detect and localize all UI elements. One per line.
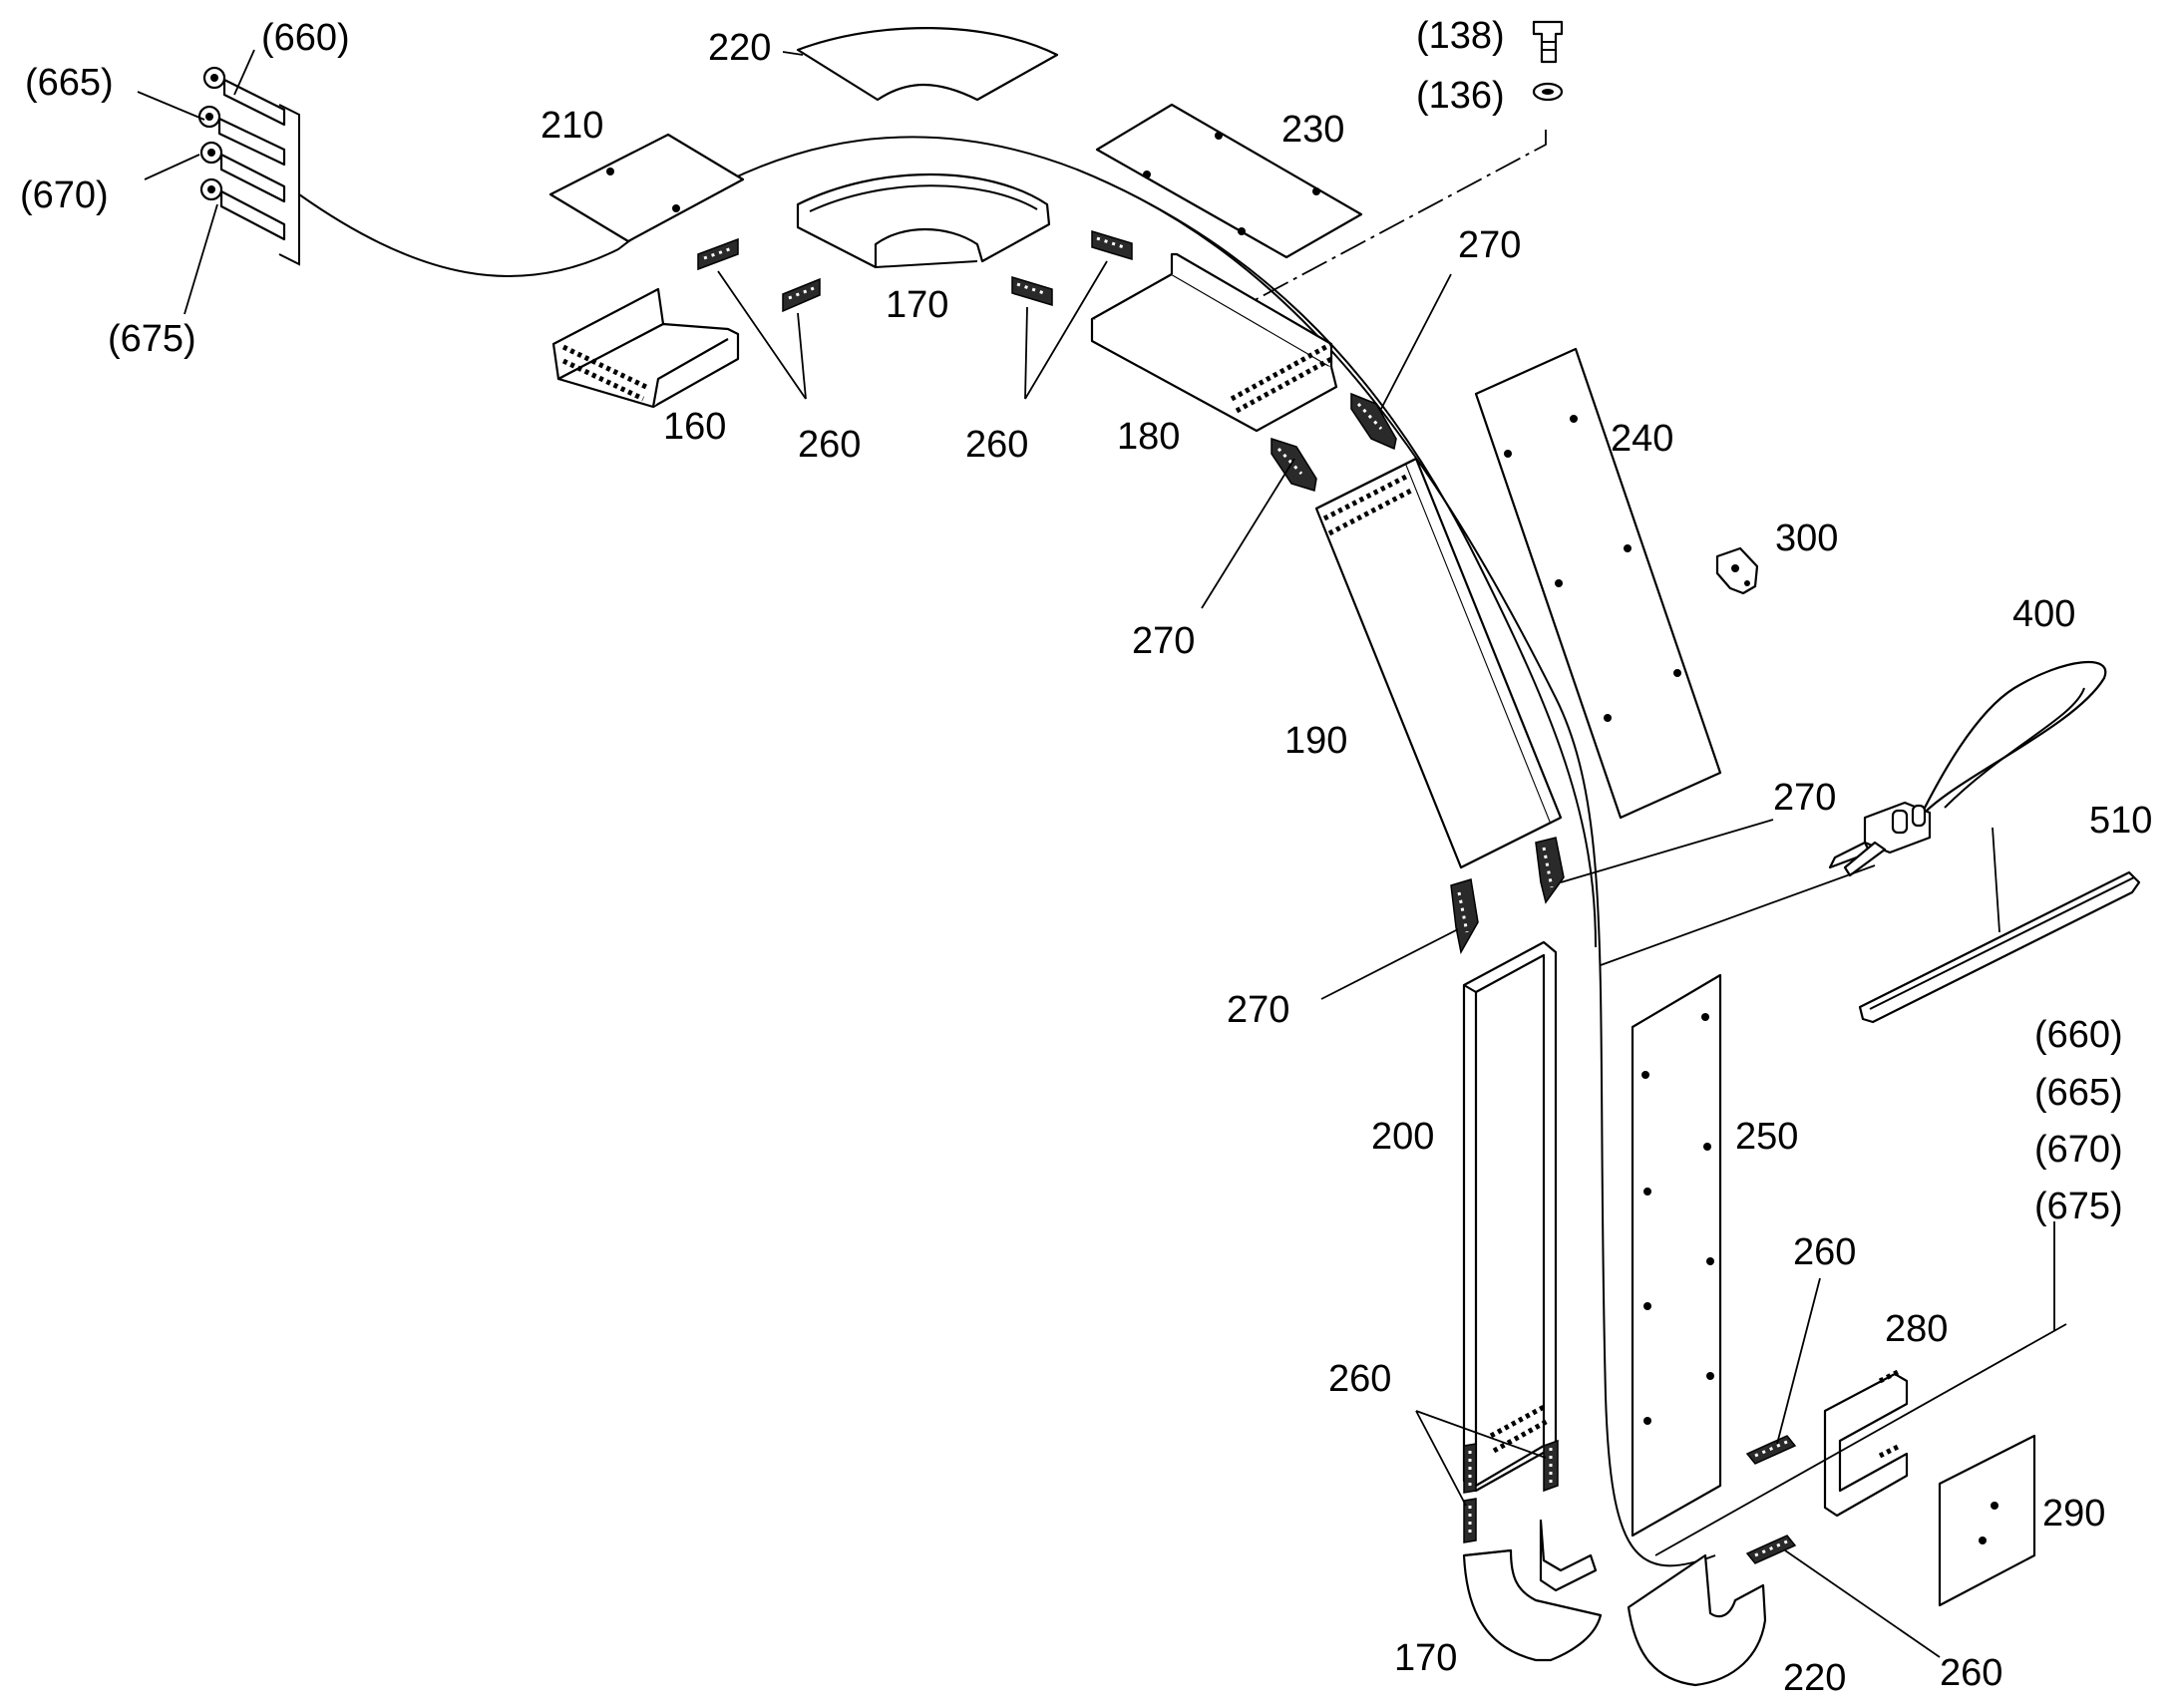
label-675-right: (675): [2034, 1186, 2123, 1227]
label-170-top: 170: [886, 284, 948, 326]
coupler-270-b: [1271, 437, 1317, 492]
cable-run-line: [298, 136, 1716, 1567]
label-290: 290: [2042, 1493, 2105, 1535]
label-260-d: 260: [1328, 1358, 1391, 1400]
coupler-260-b: [782, 277, 821, 313]
label-170-bottom: 170: [1394, 1637, 1457, 1679]
coupler-260-d: [1091, 229, 1133, 261]
label-250: 250: [1735, 1116, 1798, 1158]
coupler-260-f: [1463, 1498, 1477, 1543]
coupler-260-c: [1011, 275, 1053, 307]
elbow-tray-170-top: [796, 173, 1051, 269]
coupler-270-a: [1350, 392, 1397, 451]
long-cover-240: [1474, 347, 1722, 820]
label-300: 300: [1775, 517, 1838, 559]
label-665-top: (665): [25, 62, 114, 104]
label-138: (138): [1416, 15, 1505, 57]
bolt-138: [1532, 20, 1564, 64]
label-220-top: 220: [708, 27, 771, 69]
washer-136: [1532, 82, 1564, 102]
plate-290: [1938, 1434, 2036, 1607]
label-136: (136): [1416, 75, 1505, 117]
coupler-270-d: [1450, 878, 1479, 955]
tray-200: [1462, 940, 1558, 1493]
label-665-right: (665): [2034, 1072, 2123, 1114]
label-270-c: 270: [1773, 777, 1836, 819]
label-670-top: (670): [20, 174, 109, 216]
label-400: 400: [2012, 593, 2075, 635]
elbow-tray-170-bottom: [1462, 1519, 1603, 1662]
coupler-260-e: [1463, 1443, 1477, 1494]
label-270-a: 270: [1458, 224, 1521, 266]
curved-cover-220-top: [796, 26, 1059, 102]
long-cover-250: [1631, 973, 1722, 1537]
cover-plate-230: [1095, 103, 1363, 259]
label-670-right: (670): [2034, 1129, 2123, 1171]
coupler-260-g: [1543, 1439, 1559, 1493]
straight-tray-180: [1090, 252, 1338, 433]
label-180: 180: [1117, 416, 1180, 458]
label-160: 160: [663, 406, 726, 448]
axis-line: [1256, 130, 1547, 379]
label-260-c: 260: [1793, 1231, 1856, 1273]
label-190: 190: [1284, 720, 1347, 762]
label-210: 210: [541, 105, 603, 147]
label-260-a: 260: [798, 424, 861, 466]
bracket-280: [1823, 1368, 1909, 1518]
label-230: 230: [1281, 109, 1344, 151]
tray-190: [1314, 457, 1563, 869]
label-260-b: 260: [965, 424, 1028, 466]
cable-lugs-top: [197, 66, 300, 266]
label-675-top: (675): [108, 318, 196, 360]
label-260-e: 260: [1940, 1652, 2002, 1694]
coupler-260-h: [1745, 1435, 1797, 1465]
label-220-bottom: 220: [1783, 1657, 1846, 1699]
label-200: 200: [1371, 1116, 1434, 1158]
strap-400: [1828, 660, 2107, 877]
coupler-270-c: [1535, 837, 1565, 904]
cover-plate-210: [548, 133, 745, 243]
label-270-d: 270: [1227, 989, 1289, 1031]
coupler-260-i: [1745, 1535, 1797, 1564]
coupler-260-a: [697, 237, 739, 271]
rail-510: [1858, 870, 2141, 1024]
label-280: 280: [1885, 1308, 1948, 1350]
label-510: 510: [2089, 800, 2152, 842]
label-240: 240: [1611, 418, 1673, 460]
label-270-b: 270: [1132, 620, 1195, 662]
bracket-300: [1715, 546, 1759, 595]
straight-tray-160: [551, 287, 740, 409]
curved-cover-220-bottom: [1627, 1553, 1767, 1687]
cable-run-line-inner: [1076, 169, 1597, 948]
label-660-right: (660): [2034, 1014, 2123, 1056]
label-660-top: (660): [261, 17, 350, 59]
